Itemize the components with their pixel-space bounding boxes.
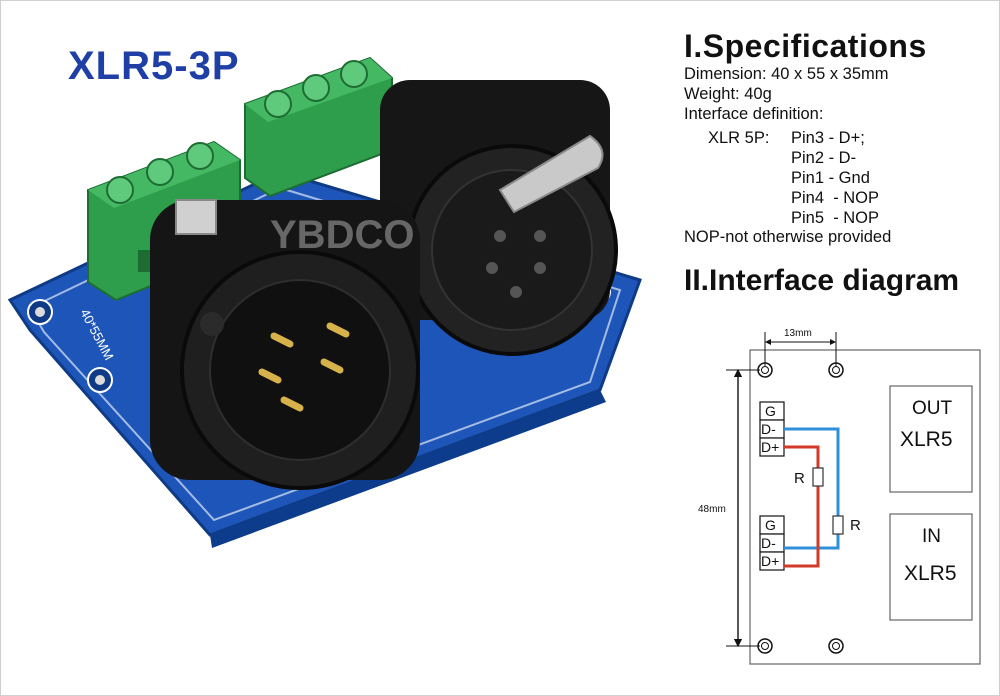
interface-diagram-heading: II.Interface diagram: [684, 264, 960, 297]
in-connector-box: [889, 513, 973, 621]
terminal-label-g: G: [765, 403, 776, 419]
out-connector-box: [889, 385, 973, 493]
pin-definition: Pin1 - Gnd: [791, 169, 870, 187]
terminal-block-bottom: G D- D+: [759, 515, 785, 571]
height-dimension-label: 48mm: [698, 504, 726, 515]
d-plus-wire: [784, 445, 820, 568]
terminal-block-top: G D- D+: [759, 401, 785, 457]
specifications-heading: I.Specifications: [684, 28, 927, 64]
mounting-hole: [757, 362, 773, 378]
mounting-hole: [828, 638, 844, 654]
pin-definition: Pin2 - D-: [791, 149, 857, 167]
pin-definition: Pin5 - NOP: [791, 209, 880, 227]
pin-group-label: XLR 5P:: [708, 129, 770, 147]
in-label: IN: [922, 526, 941, 547]
terminal-label-d-plus: D+: [761, 439, 779, 455]
nop-note: NOP-not otherwise provided: [684, 228, 892, 246]
spec-weight: Weight: 40g: [684, 85, 772, 103]
pin-definition: Pin4 - NOP: [791, 189, 880, 207]
resistor-label: R: [850, 517, 861, 534]
product-photo: 40*55MM YBDCO: [7, 56, 642, 548]
width-dimension-label: 13mm: [784, 328, 812, 339]
in-xlr5-label: XLR5: [904, 562, 957, 585]
specifications-list: Dimension: 40 x 55 x 35mm Weight: 40g In…: [684, 64, 889, 124]
spec-dimension: Dimension: 40 x 55 x 35mm: [684, 65, 889, 83]
mounting-hole: [828, 362, 844, 378]
watermark: YBDCO: [270, 213, 414, 257]
terminal-label-d-minus: D-: [761, 421, 776, 437]
resistor-label: R: [794, 470, 805, 487]
pin-definition: Pin3 - D+;: [791, 129, 865, 147]
product-title: XLR5-3P: [68, 44, 240, 88]
terminal-label-d-minus: D-: [761, 535, 776, 551]
resistor: [812, 467, 824, 487]
out-label: OUT: [912, 398, 953, 419]
terminal-label-d-plus: D+: [761, 553, 779, 569]
resistor: [832, 515, 844, 535]
interface-diagram: 13mm 48mm G D- D+ G D- D+ R R OUT XLR5 I…: [698, 328, 981, 665]
terminal-label-g: G: [765, 517, 776, 533]
out-xlr5-label: XLR5: [900, 428, 953, 451]
spec-interface-definition: Interface definition:: [684, 105, 824, 123]
d-minus-wire: [784, 427, 840, 550]
mounting-hole: [757, 638, 773, 654]
